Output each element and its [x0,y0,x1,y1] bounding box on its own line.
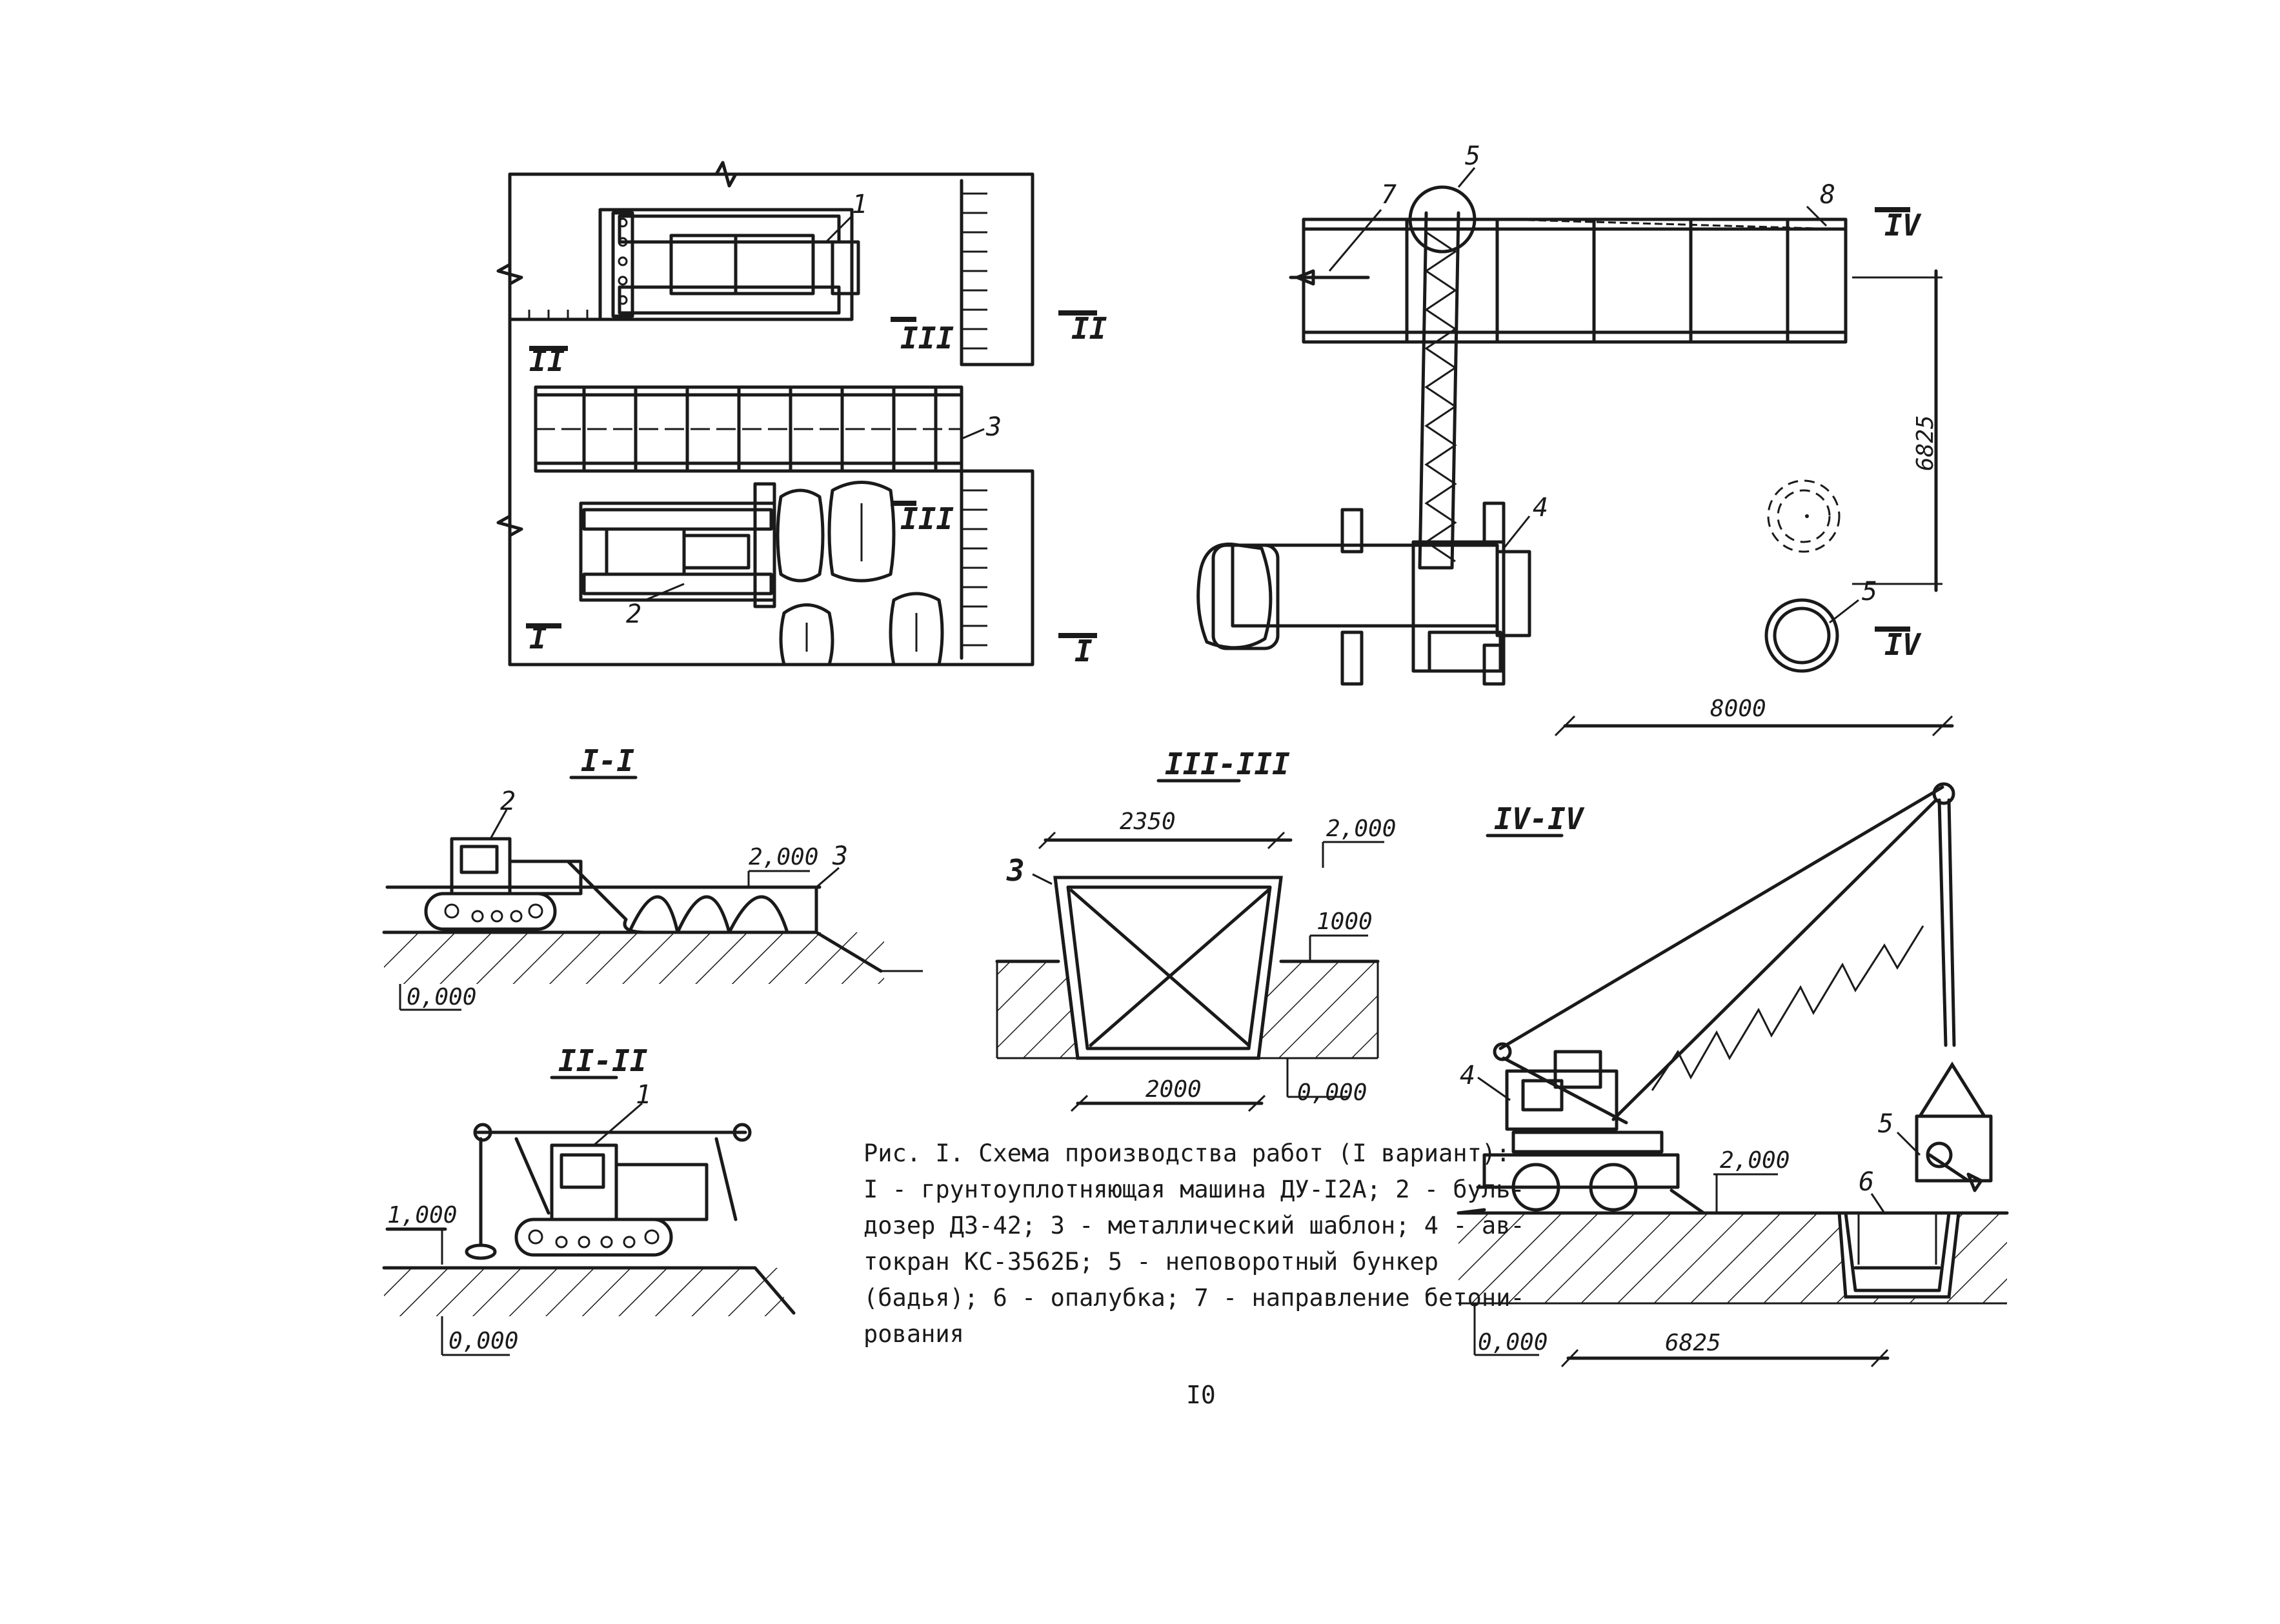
level-2000-I: 2,000 [749,844,818,870]
bucket-side [1915,1061,1993,1192]
level-2000-III: 2,000 [1326,816,1396,842]
callout-3-section-III: 3 [1006,853,1025,888]
plan-right: 7 8 5 4 [1196,141,1954,737]
scale-ticks-upper [960,179,987,366]
section-mark-III-upper: III [900,321,954,356]
callout-2-section: 2 [500,787,516,816]
section-mark-I-right: I [1074,634,1093,668]
section-mark-IV-top: IV [1884,208,1922,243]
section-II-II-title: II-II [558,1043,648,1078]
callout-5-top: 5 [1465,141,1480,171]
dim-6825-vertical: 6825 [1912,415,1939,471]
compaction-machine-plan [598,208,860,321]
caption-line: I - грунтоуплотняющая машина ДУ-I2А; 2 -… [863,1176,1525,1203]
callout-2: 2 [626,599,641,629]
dim-2000: 2000 [1145,1076,1202,1103]
section-III-III: III-III 2350 2000 2,000 1000 0,000 3 [995,747,1396,1112]
caption-line: токран КС-3562Б; 5 - неповоротный бункер [863,1248,1439,1276]
callout-7: 7 [1381,180,1397,210]
section-mark-I-left: I [529,621,547,656]
bulldozer-side [424,837,647,934]
section-mark-II-right: II [1071,311,1107,346]
level-0000-III: 0,000 [1297,1079,1367,1106]
dim-2350: 2350 [1120,808,1176,835]
level-1000-III: 1000 [1317,908,1373,935]
caption-line: Рис. I. Схема производства работ (I вари… [863,1139,1511,1167]
callout-5-section: 5 [1878,1109,1893,1139]
crane-boom-plan [1418,211,1460,570]
metal-template-plan [534,385,963,473]
page-number: I0 [1186,1381,1216,1409]
section-mark-III-lower: III [900,501,954,536]
section-mark-II-left: II [529,343,565,378]
compaction-machine-side [465,1123,752,1260]
plan-left: II III II III I I 1 3 2 [496,161,1107,668]
level-0000-I: 0,000 [407,984,476,1010]
callout-3: 3 [985,412,1002,442]
section-mark-IV-bottom: IV [1884,627,1922,662]
figure-caption: Рис. I. Схема производства работ (I вари… [863,1136,1525,1352]
scale-ticks-lower [960,469,987,660]
callout-6: 6 [1859,1167,1874,1197]
level-0000-II: 0,000 [449,1328,518,1354]
callout-8: 8 [1820,180,1835,210]
section-IV-IV-title: IV-IV [1494,801,1585,836]
section-II-II: II-II 1 1,000 0,000 [382,1043,796,1356]
callout-1: 1 [852,190,867,219]
truck-crane-plan [1196,501,1531,686]
level-1000-II: 1,000 [387,1202,457,1228]
truck-crane-side [1457,782,1956,1215]
section-III-III-title: III-III [1165,747,1290,781]
callout-4: 4 [1533,493,1548,523]
caption-line: дозер ДЗ-42; 3 - металлический шаблон; 4… [863,1212,1525,1239]
caption-line: (бадья); 6 - опалубка; 7 - направление б… [863,1284,1525,1312]
section-IV-IV: IV-IV 6 [1457,782,2009,1368]
section-I-I: I-I 2 3 2,000 0,000 [382,743,923,1011]
section-I-I-title: I-I [581,743,634,778]
bulldozer-plan [579,482,776,608]
callout-4-section: 4 [1460,1061,1475,1090]
callout-3-section: 3 [832,841,848,871]
level-2000-IV: 2,000 [1720,1147,1790,1174]
section-marks-left-plan: II III II III I I [526,310,1107,668]
callout-5-bottom: 5 [1862,577,1877,606]
dim-8000: 8000 [1710,696,1766,722]
dim-6825-horizontal: 6825 [1665,1330,1721,1356]
level-0000-IV: 0,000 [1478,1329,1548,1356]
soil-heaps-plan [776,481,944,667]
callout-1-section: 1 [636,1080,651,1110]
caption-line: рования [863,1320,964,1348]
